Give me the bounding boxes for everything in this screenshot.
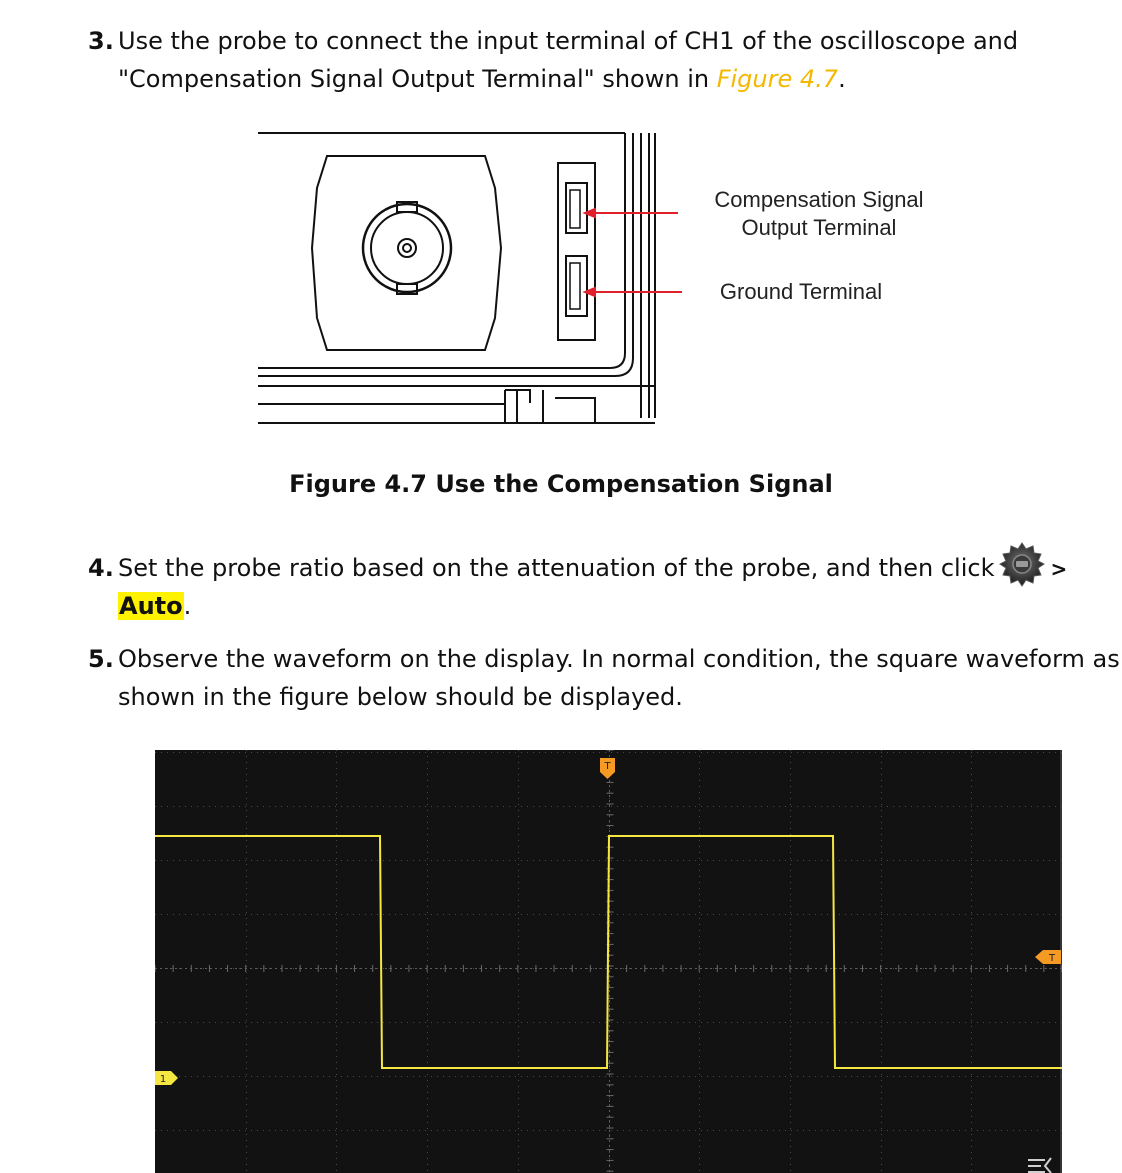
oscilloscope-display: T T 1 xyxy=(155,750,1062,1173)
period: . xyxy=(838,65,846,93)
step-5-line-2: shown in the figure below should be disp… xyxy=(118,683,683,711)
step-5-line-1: Observe the waveform on the display. In … xyxy=(118,645,1120,673)
label-line-1: Compensation Signal xyxy=(714,187,924,212)
step-3-line-1: Use the probe to connect the input termi… xyxy=(118,27,1019,55)
menu-handle-icon[interactable] xyxy=(1028,1157,1052,1173)
period: . xyxy=(183,592,192,620)
ground-terminal-label: Ground Terminal xyxy=(719,279,883,304)
figure-4-7-link[interactable]: Figure 4.7 xyxy=(716,65,839,93)
square-waveform xyxy=(155,835,1062,1069)
trigger-level-label: T xyxy=(1048,953,1056,964)
pointer-lines xyxy=(582,207,682,298)
trigger-position-marker: T xyxy=(600,758,615,779)
channel-marker-label: 1 xyxy=(160,1074,166,1085)
step-number: 5. xyxy=(88,645,114,673)
channel-1-marker: 1 xyxy=(155,1071,178,1085)
step-4-line-2: Auto. xyxy=(118,587,191,625)
auto-menu-item[interactable]: Auto xyxy=(118,592,184,620)
settings-gear-icon[interactable] xyxy=(998,540,1046,588)
compensation-signal-diagram: Compensation Signal Output Terminal Grou… xyxy=(255,128,955,428)
menu-separator: > xyxy=(1050,557,1068,581)
waveform-plot: T T 1 xyxy=(155,750,1062,1173)
step-4-text: Set the probe ratio based on the attenua… xyxy=(118,554,995,582)
step-number: 3. xyxy=(88,27,114,55)
trigger-marker-label: T xyxy=(603,761,611,772)
panel-drawing xyxy=(258,132,682,424)
step-3-line-2: "Compensation Signal Output Terminal" sh… xyxy=(118,60,846,98)
step-4-line-1: Set the probe ratio based on the attenua… xyxy=(118,542,1068,588)
trigger-level-marker: T xyxy=(1035,950,1061,964)
step-3-line-2-text: "Compensation Signal Output Terminal" sh… xyxy=(118,65,717,93)
compensation-terminal-label: Compensation Signal Output Terminal xyxy=(689,186,949,242)
figure-caption: Figure 4.7 Use the Compensation Signal xyxy=(289,470,833,498)
step-number: 4. xyxy=(88,554,114,582)
label-line-2: Output Terminal xyxy=(741,215,897,240)
